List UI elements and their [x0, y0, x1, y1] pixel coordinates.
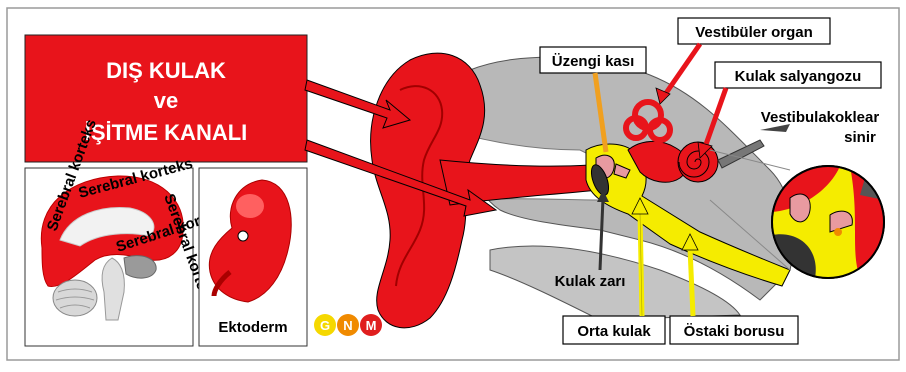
logo-letter-n: N [343, 318, 352, 333]
label-vestibulakoklear-line2: sinir [844, 129, 876, 146]
title-line-3: İŞİTME KANALI [85, 120, 248, 145]
embryo-panel: Ektoderm [199, 168, 307, 346]
ektoderm-label: Ektoderm [218, 319, 287, 336]
title-box: DIŞ KULAK ve İŞİTME KANALI [25, 35, 307, 162]
label-vestibulakoklear-line1: Vestibulakoklear [761, 109, 880, 126]
gnm-logo: G N M [314, 314, 382, 336]
label-kulak-zari: Kulak zarı [555, 273, 626, 290]
logo-letter-g: G [320, 318, 330, 333]
embryo-eye [238, 231, 248, 241]
cerebellum [53, 280, 97, 316]
pointer-vestibuler-organ [664, 44, 700, 96]
label-uzengi-kasi: Üzengi kası [552, 53, 635, 70]
title-line-1: DIŞ KULAK [106, 58, 226, 83]
label-orta-kulak: Orta kulak [577, 323, 651, 340]
temporal-lobe [124, 256, 156, 278]
zoom-detail [772, 166, 884, 278]
label-kulak-salyangozu: Kulak salyangozu [735, 68, 862, 85]
pointer-ostaki-borusu [690, 248, 693, 316]
logo-letter-m: M [366, 318, 377, 333]
callout-vestibulakoklear-sinir: Vestibulakoklear sinir [760, 109, 879, 146]
label-vestibuler-organ: Vestibüler organ [695, 24, 813, 41]
label-ostaki-borusu: Östaki borusu [684, 323, 785, 340]
embryo-head-highlight [236, 194, 264, 218]
title-line-2: ve [154, 88, 178, 113]
